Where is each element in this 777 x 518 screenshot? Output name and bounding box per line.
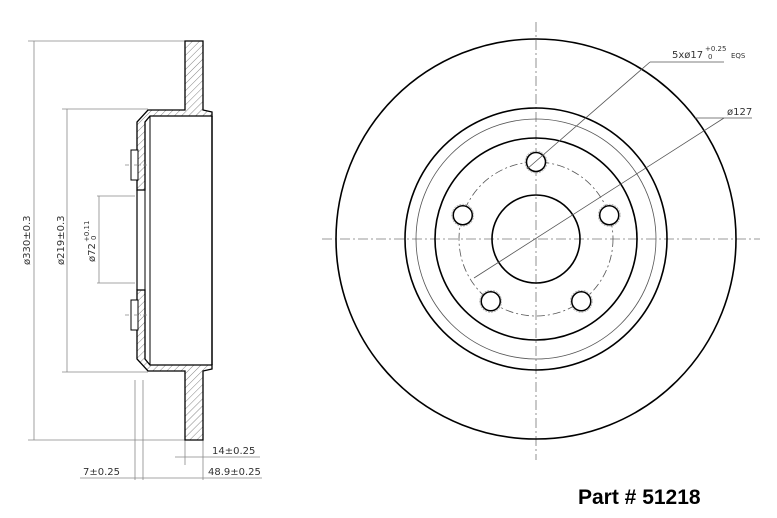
bolt-hole xyxy=(452,204,474,226)
bolt-hole-chamfer xyxy=(479,289,503,313)
bolt-circle-label: ø127 xyxy=(727,107,752,118)
bolt-holes-tol-up: +0.25 xyxy=(705,45,726,53)
friction-inner-edge xyxy=(404,107,668,371)
hat-face xyxy=(434,137,638,341)
extension-lines xyxy=(28,40,262,480)
hat-offset-dim: 7±0.25 xyxy=(83,467,120,478)
bolt-hole-chamfer xyxy=(524,150,548,174)
outer-edge xyxy=(335,38,737,440)
bolt-hole xyxy=(598,204,620,226)
center-bore-dim: ø72 +0.11 0 xyxy=(83,221,98,262)
overall-height-dim: 48.9±0.25 xyxy=(208,467,261,478)
front-view xyxy=(322,22,760,460)
hat-outer xyxy=(415,118,657,360)
bolt-hole xyxy=(571,291,592,312)
bolt-holes-label: 5xø17 xyxy=(672,50,703,61)
section-bottom xyxy=(136,289,213,441)
section-top xyxy=(136,40,213,191)
bolt-holes-tol-low: 0 xyxy=(708,53,712,61)
bolt-hole-chamfer xyxy=(597,203,621,227)
bolt-circle xyxy=(458,161,614,317)
bolt-holes xyxy=(451,150,621,313)
bolt-hole-callout: 5xø17 +0.25 0 EQS xyxy=(672,45,746,61)
bolt-hole xyxy=(480,291,501,312)
thickness-dim: 14±0.25 xyxy=(212,446,255,457)
bolt-hole-chamfer xyxy=(569,289,593,313)
bolt-hole-chamfer xyxy=(451,203,475,227)
part-number: Part # 51218 xyxy=(578,486,701,509)
center-bore-base: ø72 xyxy=(87,243,98,262)
center-bore-tol: +0.11 xyxy=(83,221,91,242)
side-view xyxy=(28,40,262,480)
center-bore xyxy=(491,194,581,284)
hat-diameter-dim: ø219±0.3 xyxy=(56,216,67,266)
center-bore-tol-low: 0 xyxy=(90,236,98,240)
bolt-holes-suffix: EQS xyxy=(731,52,746,60)
outer-diameter-dim: ø330±0.3 xyxy=(22,216,33,266)
